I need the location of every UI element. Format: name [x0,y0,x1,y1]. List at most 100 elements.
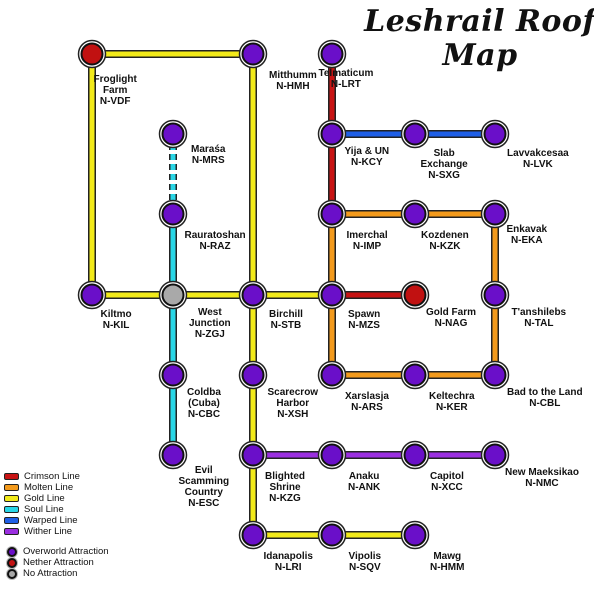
station-label-line: N-LVK [522,159,553,170]
station-xarslasja[interactable] [320,363,344,387]
station-rauratoshan[interactable] [161,202,185,226]
station-label-line: Slab [433,148,455,159]
station-label-line: N-TAL [524,318,554,329]
station-label-line: Kiltmo [100,309,132,320]
station-yija[interactable] [320,122,344,146]
legend-swatch-crimson [4,473,19,480]
station-imerchal[interactable] [320,202,344,226]
station-label-line: New Maeksikao [505,467,579,478]
station-kozdenen[interactable] [403,202,427,226]
legend-item-overworld: Overworld Attraction [4,546,109,557]
station-blighted[interactable] [241,443,265,467]
station-label-line: Blighted [265,471,305,482]
station-slab[interactable] [403,122,427,146]
station-label-line: N-LRT [330,79,361,90]
station-label-line: Scamming [178,476,230,487]
stations-layer [77,39,510,550]
legend-item-nether: Nether Attraction [4,557,109,568]
station-label-line: N-KIL [102,320,130,331]
station-idanapolis[interactable] [241,523,265,547]
station-vipolis[interactable] [320,523,344,547]
station-goldfarm[interactable] [403,283,427,307]
legend-swatch-wither [4,528,19,535]
station-spawn[interactable] [320,283,344,307]
station-label-line: Enkavak [506,224,548,235]
station-label-line: Shrine [269,482,301,493]
legend-dot-overworld [7,546,17,557]
station-label-line: Lavvakcesaa [507,148,569,159]
station-newmaeksikao[interactable] [483,443,507,467]
station-label-line: N-KCY [350,157,383,168]
station-mawg[interactable] [403,523,427,547]
station-keltechra[interactable] [403,363,427,387]
legend-label: Wither Line [24,526,73,537]
station-enkavak[interactable] [483,202,507,226]
legend-dot-none [7,568,17,579]
station-westjunction[interactable] [161,283,185,307]
station-kiltmo[interactable] [80,283,104,307]
station-telmaticum[interactable] [320,42,344,66]
station-label-line: Farm [102,85,128,96]
station-label-line: Keltechra [429,391,475,402]
station-label-line: Anaku [348,471,380,482]
legend-label: Crimson Line [24,471,80,482]
station-froglight[interactable] [80,42,104,66]
station-label-line: Maraśa [191,144,226,155]
station-label-line: N-XSH [277,409,309,420]
station-label-line: N-HMM [430,562,465,573]
station-label-coldba: Coldba(Cuba)N-CBC [187,387,221,420]
station-label-line: N-VDF [99,96,131,107]
station-capitol[interactable] [403,443,427,467]
station-label-line: Xarslasja [345,391,389,402]
station-anaku[interactable] [320,443,344,467]
legend-label: Molten Line [24,482,74,493]
station-mitthumm[interactable] [241,42,265,66]
station-label-line: (Cuba) [188,398,220,409]
station-label-line: Rauratoshan [184,230,246,241]
legend-item-molten: Molten Line [4,482,109,493]
station-scarecrow[interactable] [241,363,265,387]
legend-swatch-molten [4,484,19,491]
station-badtoland[interactable] [483,363,507,387]
station-evil[interactable] [161,443,185,467]
legend-label: Overworld Attraction [23,546,109,557]
station-label-line: N-ARS [351,402,383,413]
legend-dot-nether [7,557,17,568]
station-label-line: Yija & UN [344,146,390,157]
station-label-line: Country [184,487,223,498]
station-lavvak[interactable] [483,122,507,146]
station-birchill[interactable] [241,283,265,307]
station-coldba[interactable] [161,363,185,387]
station-tanshilebs[interactable] [483,283,507,307]
station-label-line: Capitol [430,471,464,482]
station-label-line: N-ANK [348,482,381,493]
station-marasa[interactable] [161,122,185,146]
station-label-line: N-STB [270,320,302,331]
station-label-line: N-NAG [434,318,468,329]
legend-label: Gold Line [24,493,65,504]
station-label-line: N-ZGJ [194,329,225,340]
legend-swatch-gold [4,495,19,502]
legend-item-warped: Warped Line [4,515,109,526]
station-label-line: Exchange [420,159,468,170]
legend-item-none: No Attraction [4,568,109,579]
routes-layer [88,50,499,539]
